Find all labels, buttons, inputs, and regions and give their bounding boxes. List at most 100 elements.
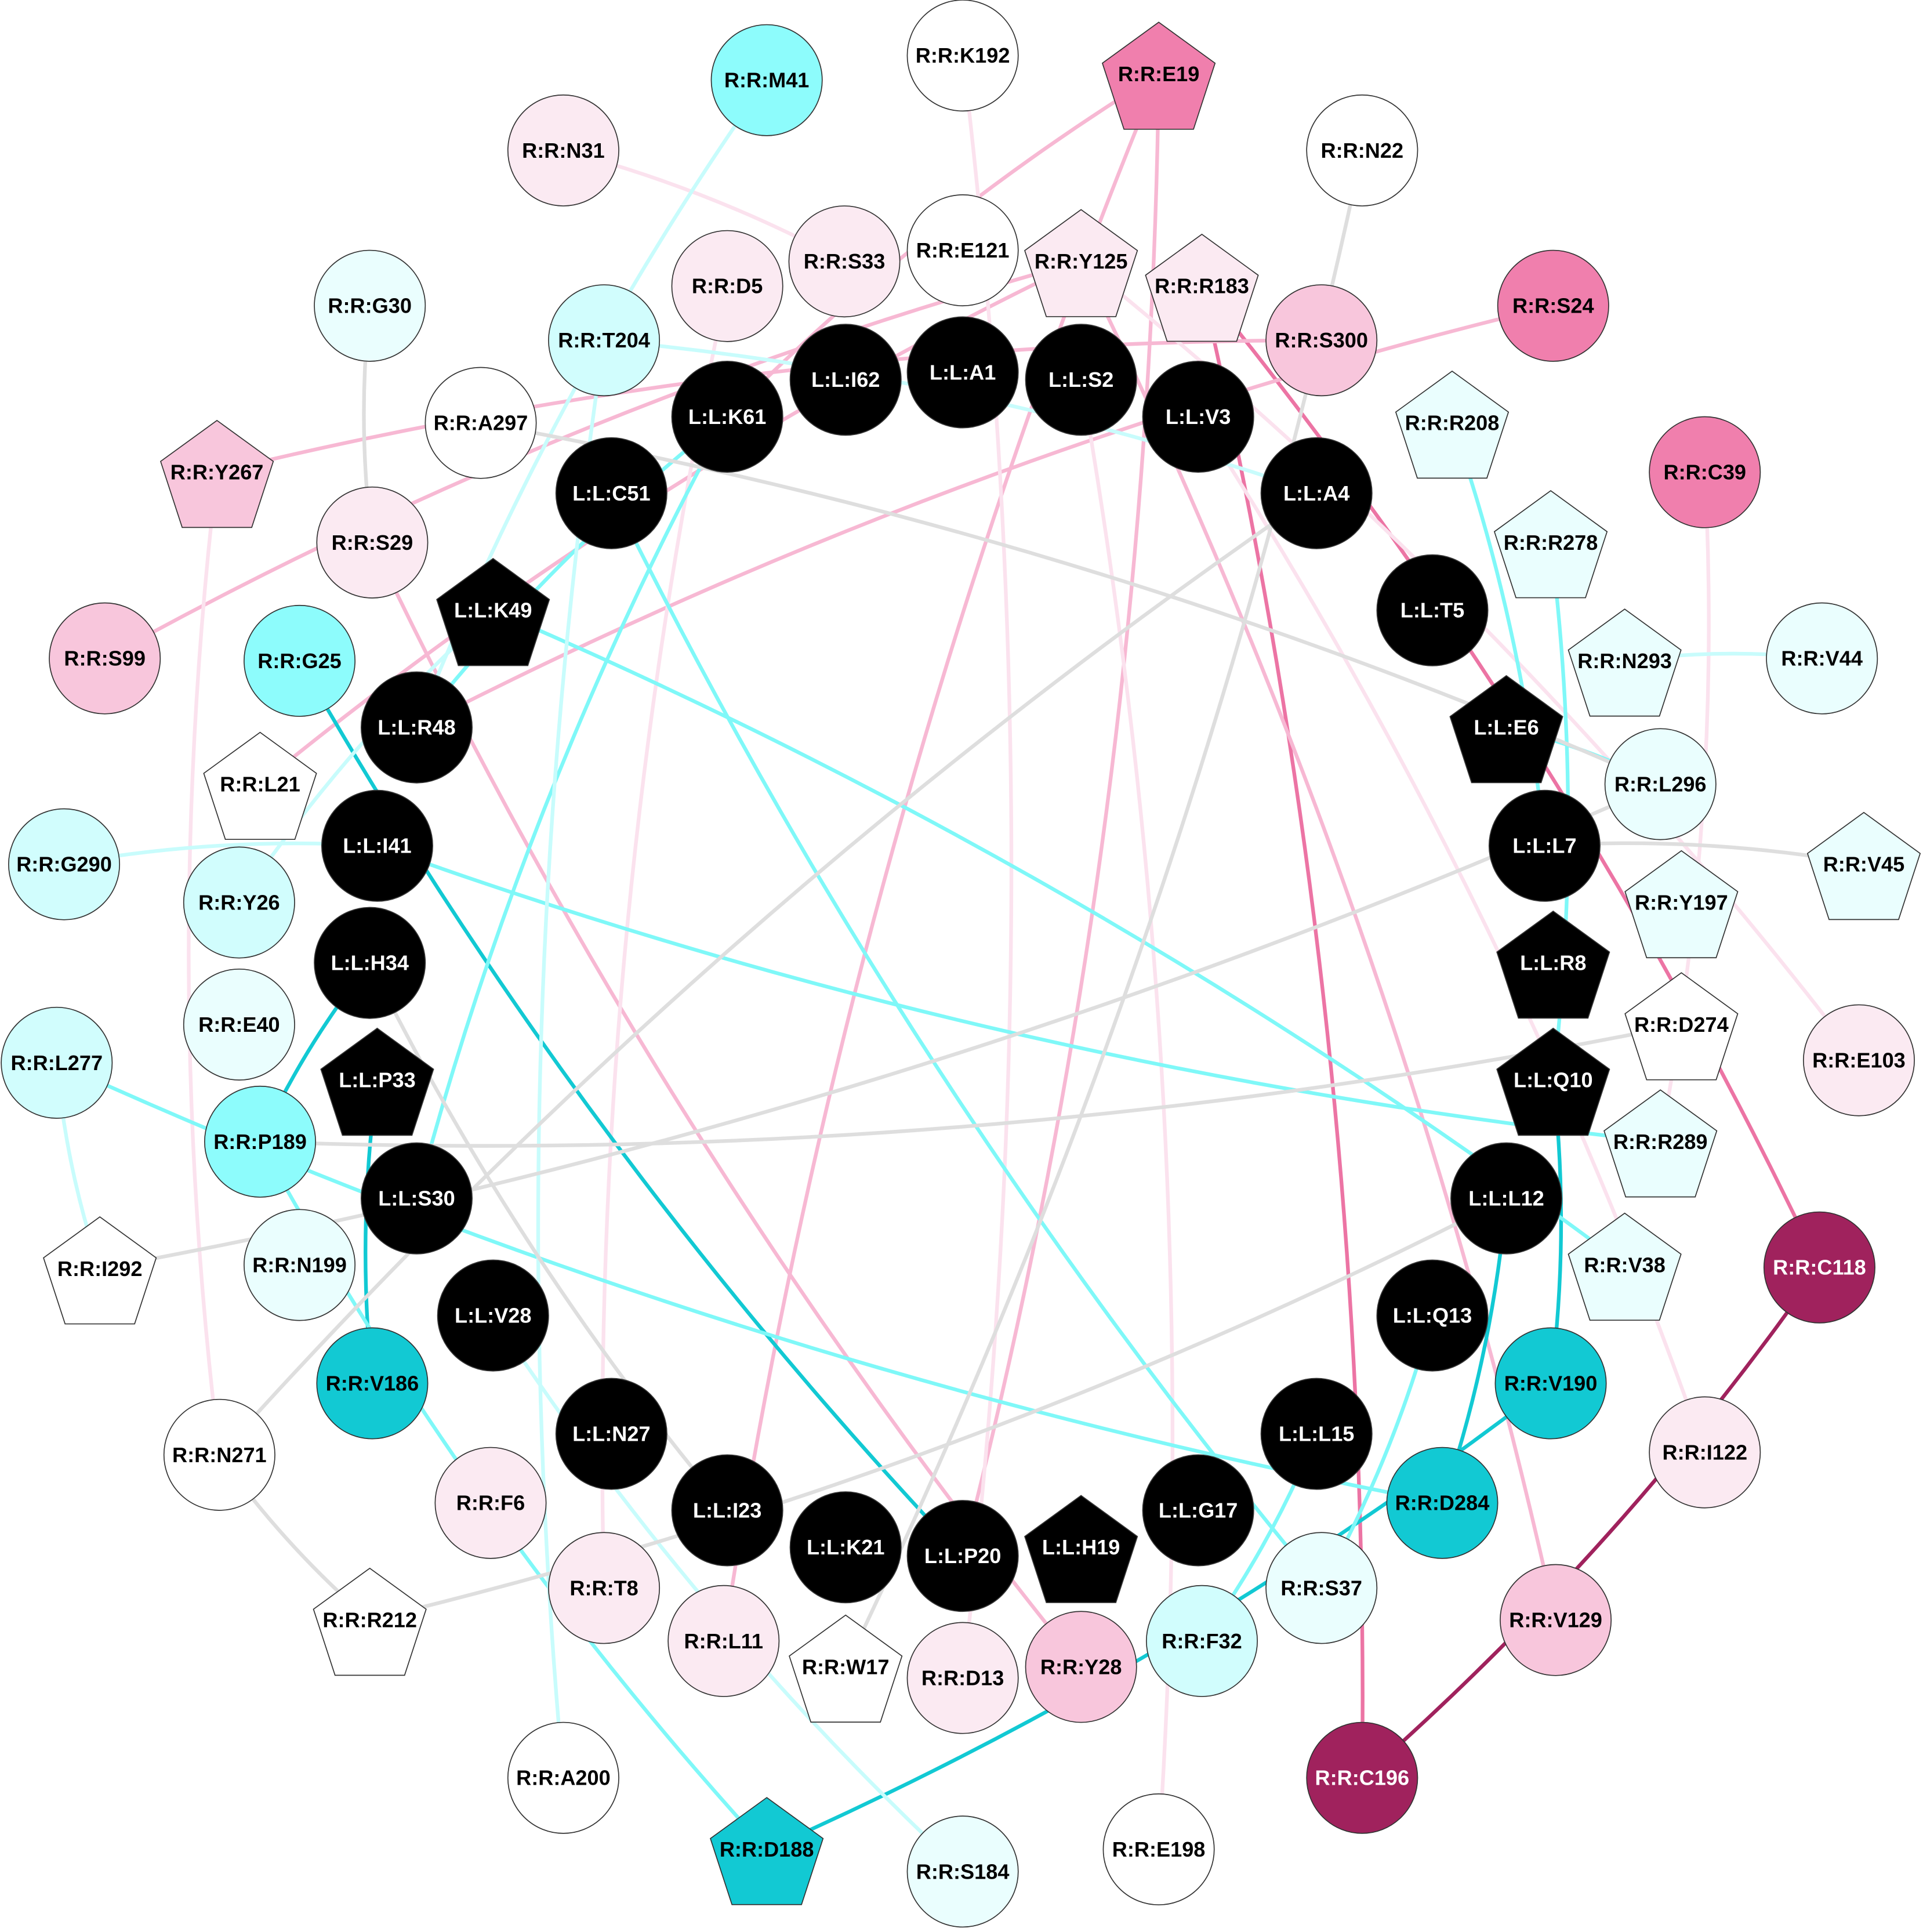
node-r-r-d13[interactable]: R:R:D13 xyxy=(906,1622,1019,1734)
node-l-l-a4[interactable]: L:L:A4 xyxy=(1260,437,1373,549)
node-r-r-v44[interactable]: R:R:V44 xyxy=(1766,602,1878,715)
node-r-r-v45[interactable]: R:R:V45 xyxy=(1806,811,1921,920)
node-r-r-e40[interactable]: R:R:E40 xyxy=(183,968,295,1081)
node-l-l-c51[interactable]: L:L:C51 xyxy=(555,437,667,549)
node-r-r-g290[interactable]: R:R:G290 xyxy=(8,808,121,920)
node-r-r-i292[interactable]: R:R:I292 xyxy=(43,1216,157,1325)
node-circle-shape xyxy=(316,486,429,599)
node-label: L:L:L12 xyxy=(1468,1187,1544,1210)
node-l-l-e6[interactable]: L:L:E6 xyxy=(1449,675,1563,784)
node-r-r-v129[interactable]: R:R:V129 xyxy=(1500,1564,1612,1676)
edge-r-r-r208-l-l-l7 xyxy=(1450,422,1547,846)
node-l-l-a1[interactable]: L:L:A1 xyxy=(906,316,1019,429)
node-r-r-d274[interactable]: R:R:D274 xyxy=(1624,972,1739,1081)
node-l-l-i23[interactable]: L:L:I23 xyxy=(671,1454,783,1567)
node-r-r-v38[interactable]: R:R:V38 xyxy=(1568,1212,1682,1321)
node-r-r-n293[interactable]: R:R:N293 xyxy=(1568,608,1682,717)
node-l-l-s30[interactable]: L:L:S30 xyxy=(360,1142,473,1255)
edge-r-r-r183-r-r-c196 xyxy=(1200,285,1365,1778)
node-r-r-c39[interactable]: R:R:C39 xyxy=(1649,416,1761,528)
node-l-l-q10[interactable]: L:L:Q10 xyxy=(1496,1027,1610,1136)
node-r-r-g25[interactable]: R:R:G25 xyxy=(244,604,356,717)
node-r-r-r208[interactable]: R:R:R208 xyxy=(1395,370,1510,479)
node-l-l-s2[interactable]: L:L:S2 xyxy=(1025,324,1137,436)
node-r-r-s184[interactable]: R:R:S184 xyxy=(906,1815,1019,1928)
node-r-r-t204[interactable]: R:R:T204 xyxy=(548,284,661,397)
node-l-l-p20[interactable]: L:L:P20 xyxy=(906,1500,1019,1612)
node-r-r-y26[interactable]: R:R:Y26 xyxy=(183,846,295,959)
node-r-r-f6[interactable]: R:R:F6 xyxy=(434,1447,547,1559)
node-l-l-k61[interactable]: L:L:K61 xyxy=(671,361,783,473)
node-r-r-r183[interactable]: R:R:R183 xyxy=(1145,233,1259,342)
node-circle-shape xyxy=(1260,437,1373,549)
node-l-l-h19[interactable]: L:L:H19 xyxy=(1024,1495,1138,1603)
node-r-r-s24[interactable]: R:R:S24 xyxy=(1497,249,1609,362)
node-r-r-n31[interactable]: R:R:N31 xyxy=(507,94,619,206)
node-l-l-k49[interactable]: L:L:K49 xyxy=(436,557,550,666)
node-r-r-s29[interactable]: R:R:S29 xyxy=(316,486,429,599)
node-r-r-e103[interactable]: R:R:E103 xyxy=(1802,1004,1915,1117)
node-r-r-r289[interactable]: R:R:R289 xyxy=(1603,1089,1718,1198)
node-r-r-e198[interactable]: R:R:E198 xyxy=(1102,1793,1215,1906)
node-label: L:L:K61 xyxy=(688,405,766,429)
node-r-r-s99[interactable]: R:R:S99 xyxy=(49,602,161,715)
node-l-l-q13[interactable]: L:L:Q13 xyxy=(1376,1259,1489,1372)
node-r-r-f32[interactable]: R:R:F32 xyxy=(1145,1585,1258,1697)
node-r-r-a200[interactable]: R:R:A200 xyxy=(507,1721,619,1834)
node-label: L:L:P20 xyxy=(924,1544,1001,1568)
node-r-r-s37[interactable]: R:R:S37 xyxy=(1265,1532,1378,1644)
node-l-l-i62[interactable]: L:L:I62 xyxy=(789,324,902,436)
node-r-r-n199[interactable]: R:R:N199 xyxy=(244,1209,356,1321)
node-r-r-e19[interactable]: R:R:E19 xyxy=(1101,21,1216,130)
node-r-r-c118[interactable]: R:R:C118 xyxy=(1763,1211,1875,1324)
node-r-r-r212[interactable]: R:R:R212 xyxy=(313,1567,427,1676)
node-r-r-t8[interactable]: R:R:T8 xyxy=(548,1532,661,1644)
node-circle-shape xyxy=(788,205,901,318)
node-r-r-k192[interactable]: R:R:K192 xyxy=(906,0,1019,112)
node-r-r-y28[interactable]: R:R:Y28 xyxy=(1025,1611,1137,1723)
node-r-r-v186[interactable]: R:R:V186 xyxy=(316,1327,429,1440)
node-r-r-a297[interactable]: R:R:A297 xyxy=(424,367,537,479)
node-circle-shape xyxy=(424,367,537,479)
node-r-r-e121[interactable]: R:R:E121 xyxy=(906,194,1019,307)
node-l-l-l15[interactable]: L:L:L15 xyxy=(1260,1378,1373,1490)
node-l-l-l12[interactable]: L:L:L12 xyxy=(1450,1142,1563,1255)
node-circle-shape xyxy=(789,1491,902,1604)
node-r-r-g30[interactable]: R:R:G30 xyxy=(314,249,426,362)
node-r-r-p189[interactable]: R:R:P189 xyxy=(204,1085,317,1198)
node-l-l-v28[interactable]: L:L:V28 xyxy=(437,1259,549,1372)
node-r-r-y197[interactable]: R:R:Y197 xyxy=(1624,850,1739,959)
node-pentagon-shape xyxy=(436,557,550,666)
node-l-l-k21[interactable]: L:L:K21 xyxy=(789,1491,902,1604)
node-l-l-n27[interactable]: L:L:N27 xyxy=(555,1378,667,1490)
node-l-l-l7[interactable]: L:L:L7 xyxy=(1488,789,1601,902)
node-l-l-r8[interactable]: L:L:R8 xyxy=(1496,910,1610,1019)
node-l-l-p33[interactable]: L:L:P33 xyxy=(320,1027,434,1136)
node-l-l-r48[interactable]: L:L:R48 xyxy=(360,671,473,784)
node-r-r-l277[interactable]: R:R:L277 xyxy=(1,1006,113,1119)
node-l-l-h34[interactable]: L:L:H34 xyxy=(314,907,426,1019)
node-r-r-i122[interactable]: R:R:I122 xyxy=(1649,1396,1761,1509)
node-label: L:L:A4 xyxy=(1283,481,1349,505)
node-r-r-l21[interactable]: R:R:L21 xyxy=(203,731,317,840)
node-r-r-n271[interactable]: R:R:N271 xyxy=(163,1398,275,1511)
node-r-r-d188[interactable]: R:R:D188 xyxy=(710,1797,824,1905)
node-r-r-l296[interactable]: R:R:L296 xyxy=(1604,728,1717,840)
node-r-r-s300[interactable]: R:R:S300 xyxy=(1265,284,1378,397)
node-l-l-i41[interactable]: L:L:I41 xyxy=(321,789,433,902)
node-l-l-v3[interactable]: L:L:V3 xyxy=(1142,361,1254,473)
node-r-r-d284[interactable]: R:R:D284 xyxy=(1386,1447,1499,1559)
node-r-r-y125[interactable]: R:R:Y125 xyxy=(1024,209,1138,317)
node-r-r-d5[interactable]: R:R:D5 xyxy=(671,230,783,342)
node-r-r-m41[interactable]: R:R:M41 xyxy=(710,24,823,136)
node-r-r-w17[interactable]: R:R:W17 xyxy=(789,1614,903,1723)
node-r-r-y267[interactable]: R:R:Y267 xyxy=(159,419,274,528)
node-r-r-s33[interactable]: R:R:S33 xyxy=(788,205,901,318)
node-r-r-l11[interactable]: R:R:L11 xyxy=(667,1585,780,1697)
node-r-r-n22[interactable]: R:R:N22 xyxy=(1306,94,1418,206)
node-r-r-r278[interactable]: R:R:R278 xyxy=(1493,490,1608,599)
node-l-l-t5[interactable]: L:L:T5 xyxy=(1376,554,1489,666)
node-l-l-g17[interactable]: L:L:G17 xyxy=(1142,1454,1254,1567)
node-r-r-c196[interactable]: R:R:C196 xyxy=(1306,1721,1418,1834)
node-r-r-v190[interactable]: R:R:V190 xyxy=(1494,1327,1607,1440)
